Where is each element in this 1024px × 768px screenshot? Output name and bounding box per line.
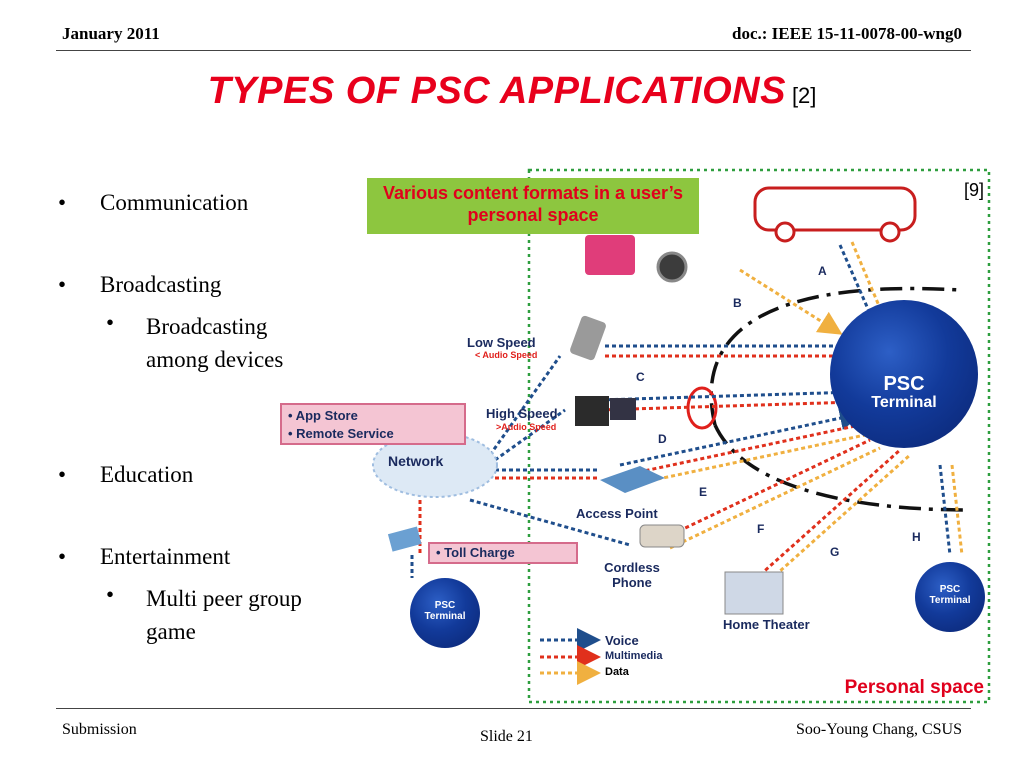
- bullet-text: Communication: [100, 190, 249, 215]
- bullet-text: Multi peer group game: [146, 586, 302, 644]
- bullet-dot: •: [58, 272, 67, 297]
- legend-multimedia: Multimedia: [605, 650, 663, 662]
- car-icon: [753, 186, 917, 232]
- link-label-e: E: [699, 485, 708, 499]
- mobile-phone-icon: [570, 315, 606, 361]
- footer-slide-number: Slide 21: [480, 728, 533, 745]
- link-label-h: H: [912, 530, 921, 544]
- home-theater-icon: [724, 571, 784, 615]
- access-point-label: Access Point: [576, 506, 658, 521]
- network-label: Network: [388, 453, 444, 469]
- desktop-pc-icon: [575, 396, 609, 426]
- low-speed-sublabel: < Audio Speed: [475, 350, 538, 360]
- diagram-graphics: [372, 168, 991, 704]
- psc-terminal-subtitle: Terminal: [871, 394, 937, 411]
- bullet-dot: •: [58, 190, 67, 215]
- footer-author: Soo-Young Chang, CSUS: [796, 721, 962, 738]
- toll-charge-label: • Toll Charge: [436, 545, 515, 560]
- legend-data: Data: [605, 666, 629, 678]
- link-label-a: A: [818, 264, 827, 278]
- high-speed-sublabel: >Audio Speed: [496, 422, 557, 432]
- high-speed-label: High Speed: [486, 406, 558, 421]
- personal-space-boundary: [527, 168, 991, 704]
- psc-terminal-right-subtitle: Terminal: [929, 595, 971, 606]
- legend-voice: Voice: [605, 633, 639, 648]
- content-formats-caption: Various content formats in a user’s pers…: [367, 178, 699, 234]
- toll-charge-box: • Toll Charge: [428, 542, 578, 564]
- highlight-circle: [686, 386, 718, 430]
- link-label-f: F: [757, 522, 765, 536]
- footer-submission: Submission: [62, 721, 137, 738]
- footer-rule: [56, 708, 971, 709]
- bullet-text: Entertainment: [100, 544, 231, 569]
- link-label-b: B: [733, 296, 742, 310]
- title-reference: [2]: [791, 83, 817, 108]
- psc-diagram: Various content formats in a user’s pers…: [270, 160, 1000, 705]
- bullet-dot: •: [58, 462, 67, 487]
- bullet-dot: •: [106, 582, 115, 607]
- bullet-dot: •: [106, 310, 115, 335]
- psc-terminal-left-subtitle: Terminal: [424, 611, 466, 622]
- network-cloud: [372, 432, 498, 498]
- psc-terminal-right: PSC Terminal: [915, 562, 985, 632]
- bullet-text: Broadcasting among devices: [146, 314, 284, 372]
- router-icon: [387, 526, 422, 552]
- app-store-label: • App Store: [288, 408, 358, 423]
- wallet-icon: [585, 235, 635, 275]
- bullet-dot: •: [58, 544, 67, 569]
- services-box: • App Store • Remote Service: [280, 403, 466, 445]
- header-rule: [56, 50, 971, 51]
- low-speed-label: Low Speed: [467, 335, 536, 350]
- range-arc-lower: [713, 424, 971, 512]
- watch-icon: [656, 251, 688, 283]
- cordless-phone-icon: [639, 524, 685, 548]
- header-doc-id: doc.: IEEE 15-11-0078-00-wng0: [732, 24, 962, 43]
- diagram-reference: [9]: [963, 180, 984, 200]
- psc-terminal-main: PSC Terminal: [830, 300, 978, 448]
- title-text: TYPES OF PSC APPLICATIONS: [207, 70, 786, 112]
- bullet-text: Broadcasting: [100, 272, 222, 297]
- remote-service-label: • Remote Service: [288, 426, 394, 441]
- psc-terminal-left: PSC Terminal: [410, 578, 480, 648]
- range-arc-upper: [709, 286, 961, 426]
- access-point-icon: [600, 466, 665, 493]
- psc-terminal-left-title: PSC: [434, 600, 456, 611]
- home-theater-label: Home Theater: [723, 617, 810, 632]
- link-label-c: C: [636, 370, 645, 384]
- bullet-text: Education: [100, 462, 194, 487]
- psc-terminal-title: PSC: [883, 373, 925, 395]
- link-label-g: G: [830, 545, 840, 559]
- slide-title: TYPES OF PSC APPLICATIONS[2]: [0, 70, 1024, 113]
- header-date: January 2011: [62, 24, 160, 43]
- personal-space-label: Personal space: [844, 677, 984, 698]
- link-label-d: D: [658, 432, 667, 446]
- cordless-phone-label: Cordless Phone: [604, 560, 660, 590]
- psc-terminal-right-title: PSC: [939, 584, 961, 595]
